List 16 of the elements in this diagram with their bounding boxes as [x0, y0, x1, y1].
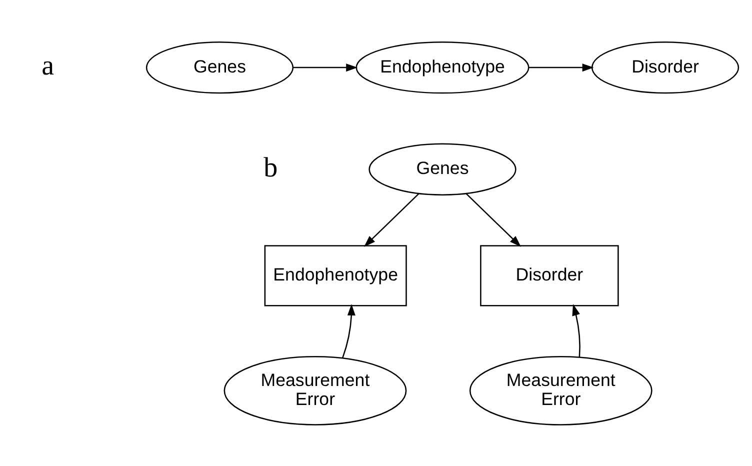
node-ellipse: Measurement Error	[224, 356, 407, 425]
node-ellipse: Endophenotype	[356, 40, 530, 94]
label: a	[42, 50, 54, 82]
arrow	[342, 303, 356, 358]
node-box: Endophenotype	[264, 244, 407, 306]
node-ellipse: Genes	[368, 142, 516, 195]
arrow	[529, 63, 594, 72]
node-box: Disorder	[480, 244, 619, 306]
node-ellipse: Genes	[146, 40, 294, 94]
arrow	[466, 192, 522, 246]
arrow	[364, 192, 420, 246]
label: b	[264, 152, 278, 184]
node-ellipse: Measurement Error	[469, 356, 652, 425]
arrow	[293, 63, 358, 72]
node-ellipse: Disorder	[591, 40, 740, 94]
arrow	[572, 304, 580, 357]
